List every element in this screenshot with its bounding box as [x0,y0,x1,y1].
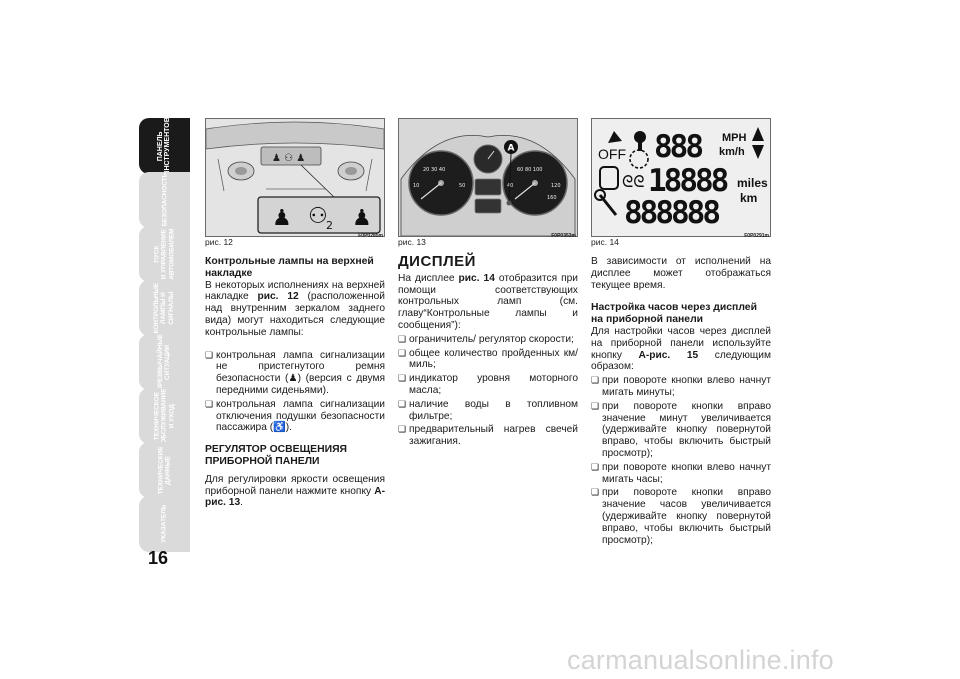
figure-12-label: рис. 12 [205,237,233,247]
list-item: контрольная лампа сигнализации отключени… [205,399,385,434]
tab-label: КОНТРОЛЬНЫЕ ЛАМПЫ И СИГНАЛЫ [153,282,176,334]
list-item: ограничитель/ регулятор скорости; [398,334,578,346]
tab-label: ПУСК И УПРАВЛЕНИЕ АВТОМОБИЛЕМ [153,228,176,280]
tab-label: ТЕХНИЧЕСКИЕ ДАННЫЕ [157,446,172,494]
figure-14-label: рис. 14 [591,237,619,247]
tab-index[interactable]: УКАЗАТЕЛЬ [139,496,190,552]
heading-dimmer: РЕГУЛЯТОР ОСВЕЩЕНИЯЯ ПРИБОРНОЙ ПАНЕЛИ [205,444,348,467]
figure-13-instrument-cluster: 20 30 40 10 50 60 80 100 40 120 160 A [398,118,578,237]
list-item: при повороте кнопки влево начнут мигать … [591,462,771,486]
text: . [240,497,243,509]
figure-14-code: F0P0291m [744,233,769,239]
figure-12-code: F0P0285m [358,233,383,239]
heading-display: ДИСПЛЕЙ [398,253,476,270]
svg-text:ᘓᘓ: ᘓᘓ [622,172,645,191]
display-trip-digits: 888888 [624,195,719,231]
svg-text:♟: ♟ [352,206,372,231]
tab-label: БЕЗОПАСНОСТЬ [160,173,168,227]
text: В некоторых исполнениях на верхней накла… [205,279,385,303]
figure-13-label: рис. 13 [398,237,426,247]
heading-clock-setting: Настройка часов через дисплей на приборн… [591,302,757,326]
figure-12-caption: рис. 12 F0P0285m [205,233,383,249]
list-item: при повороте кнопки вправо значение часо… [591,487,771,546]
figure-14-display: OFF 888 MPH km/h ᘓᘓ 18888 miles km 88888… [591,118,771,237]
text: Для регулировки яркости освещения прибор… [205,473,385,497]
display-list: ограничитель/ регулятор скорости; общее … [398,334,578,448]
tab-emergency[interactable]: ЧРЕЗВЫЧАЙНЫЕ СИТУАЦИИ [139,334,190,390]
svg-text:⚇: ⚇ [308,204,328,229]
figure-reference: рис. 14 [458,272,495,284]
list-item: предварительный нагрев свечей зажигания. [398,424,578,448]
display-unit-km: km [740,191,757,205]
text: (расположенной над внутренним зеркалом з… [205,291,385,338]
overhead-lamps-list: контрольная лампа сигнализации не присте… [205,350,385,435]
tab-label: ТЕХНИЧЕСКОЕ ОБСЛУЖИВАНИЕ И УХОД [153,388,176,444]
tab-safety[interactable]: БЕЗОПАСНОСТЬ [139,172,190,228]
section-tabs: ПАНЕЛЬ ИНСТРУМЕНТОВ БЕЗОПАСНОСТЬ ПУСК И … [139,116,190,552]
tab-warning-lights[interactable]: КОНТРОЛЬНЫЕ ЛАМПЫ И СИГНАЛЫ [139,280,190,336]
svg-text:2: 2 [326,219,333,232]
tab-label: ЧРЕЗВЫЧАЙНЫЕ СИТУАЦИИ [157,333,172,391]
column-1: Контрольные лампы на верхней накладке В … [205,256,385,520]
tab-technical-data[interactable]: ТЕХНИЧЕСКИЕ ДАННЫЕ [139,442,190,498]
display-speed-digits: 888 [654,129,702,165]
svg-text:60 80 100: 60 80 100 [517,167,542,173]
svg-text:20 30 40: 20 30 40 [423,167,445,173]
clock-steps-list: при повороте кнопки влево начнут мигать … [591,375,771,546]
svg-text:40: 40 [507,183,513,189]
display-off: OFF [598,146,626,162]
figure-12-overhead-panel: ♟ ⚇ ♟ ♟ ⚇ 2 ♟ [205,118,385,237]
figure-13-code: F0P0353m [551,233,576,239]
svg-text:120: 120 [551,183,561,189]
list-item: контрольная лампа сигнализации не присте… [205,350,385,397]
text: следующим образом: [591,349,771,373]
paragraph-overhead-intro: В некоторых исполнениях на верхней накла… [205,280,385,339]
list-item: при повороте кнопки влево начнут мигать … [591,375,771,399]
list-item: общее количество пройденных км/миль; [398,348,578,372]
display-odometer-digits: 18888 [648,163,728,199]
text: Для настройки часов через дисплей на при… [591,325,771,361]
column-2: ДИСПЛЕЙ На дисплее рис. 14 отобразится п… [398,253,578,458]
paragraph-clock-intro: В зависимости от исполнений на дисплее м… [591,256,771,291]
figure-reference: рис. 12 [257,291,299,303]
tab-instrument-panel[interactable]: ПАНЕЛЬ ИНСТРУМЕНТОВ [139,116,190,176]
tab-maintenance[interactable]: ТЕХНИЧЕСКОЕ ОБСЛУЖИВАНИЕ И УХОД [139,388,190,444]
paragraph-dimmer: Для регулировки яркости освещения прибор… [205,474,385,509]
figure-reference: А-рис. 13 [205,485,385,509]
svg-text:160: 160 [547,195,557,201]
display-unit-mph: MPH [722,132,747,144]
svg-text:50: 50 [459,183,465,189]
display-unit-kmh: km/h [719,146,745,158]
display-unit-miles: miles [737,176,768,190]
list-item: при повороте кнопки вправо значение мину… [591,401,771,460]
figure-reference: А-рис. 15 [638,349,699,361]
list-item: индикатор уровня моторного масла; [398,373,578,397]
svg-text:♟: ♟ [272,206,292,231]
figure-13-caption: рис. 13 F0P0353m [398,233,576,249]
button-a-marker: A [508,144,515,154]
text: отобразится при помощи соответствующих к… [398,272,578,331]
watermark: carmanualsonline.info [567,645,834,675]
tab-label: ПАНЕЛЬ ИНСТРУМЕНТОВ [157,116,172,176]
list-item: наличие воды в топливном фильтре; [398,399,578,423]
figure-14-caption: рис. 14 F0P0291m [591,233,769,249]
svg-text:10: 10 [413,183,419,189]
text: На дисплее [398,272,459,284]
tab-label: УКАЗАТЕЛЬ [160,504,168,544]
svg-text:♟ ⚇ ♟: ♟ ⚇ ♟ [272,153,305,164]
page-number: 16 [148,548,169,568]
paragraph-clock-setting: Для настройки часов через дисплей на при… [591,326,771,373]
column-3: В зависимости от исполнений на дисплее м… [591,256,771,556]
heading-overhead-lamps: Контрольные лампы на верхней накладке [205,256,374,279]
tab-starting-driving[interactable]: ПУСК И УПРАВЛЕНИЕ АВТОМОБИЛЕМ [139,226,190,282]
paragraph-display: На дисплее рис. 14 отобразится при помощ… [398,273,578,332]
